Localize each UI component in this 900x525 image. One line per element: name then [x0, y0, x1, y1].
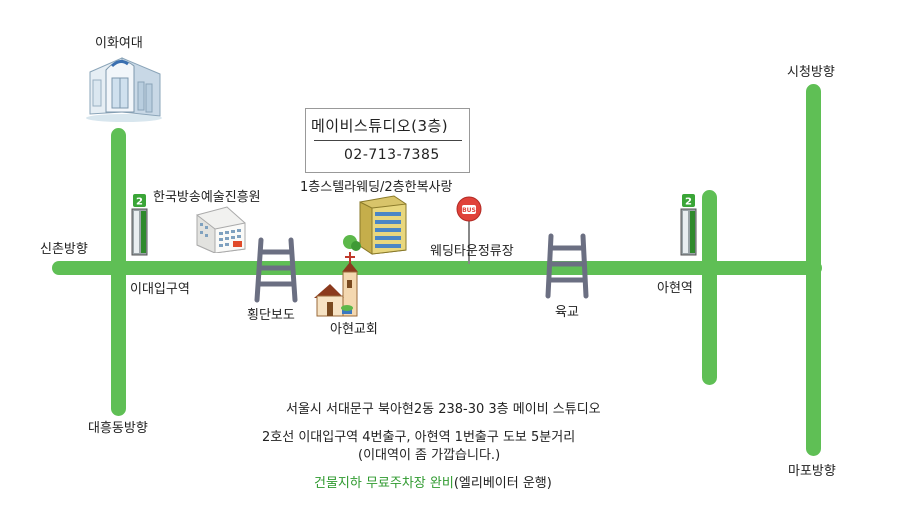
- main-road-horizontal: [52, 261, 822, 275]
- bus-badge-text: BUS: [462, 207, 476, 214]
- road-vertical-left: [111, 128, 126, 416]
- kbs-arts-label: 한국방송예술진흥원: [153, 190, 261, 205]
- directions-note: (이대역이 좀 가깝습니다.): [358, 448, 501, 463]
- office-building-icon: [193, 205, 249, 253]
- crosswalk-label: 횡단보도: [247, 308, 295, 323]
- overpass-icon: [544, 232, 590, 300]
- city-hall-direction-label: 시청방향: [787, 65, 835, 80]
- subway-line-number-right: 2: [685, 197, 692, 208]
- studio-name: 메이비스튜디오(3층): [311, 117, 449, 135]
- parking-highlight: 건물지하 무료주차장 완비: [314, 476, 454, 491]
- bus-stop-label: 웨딩타운정류장: [430, 244, 514, 259]
- parking-info: 건물지하 무료주차장 완비(엘리베이터 운행): [314, 472, 552, 491]
- studio-building-icon: [340, 194, 410, 256]
- crosswalk-icon: [253, 236, 299, 304]
- ewha-university-building-icon: [82, 52, 164, 122]
- subway-line-number: 2: [136, 197, 143, 208]
- sinchon-direction-label: 신촌방향: [40, 242, 88, 257]
- building-floors-label: 1층스텔라웨딩/2층한복사랑: [300, 180, 453, 195]
- studio-phone: 02-713-7385: [344, 147, 440, 163]
- church-label: 아현교회: [330, 322, 378, 337]
- road-vertical-far-right: [806, 84, 821, 456]
- subway-line2-sign-icon: 2: [130, 193, 150, 259]
- daeheung-direction-label: 대흥동방향: [88, 421, 148, 436]
- address-text: 서울시 서대문구 북아현2동 238-30 3층 메이비 스튜디오: [286, 402, 601, 417]
- idae-station-label: 이대입구역: [130, 282, 190, 297]
- road-vertical-right: [702, 190, 717, 385]
- bus-stop-icon: BUS: [456, 196, 482, 266]
- studio-info-box: 메이비스튜디오(3층) 02-713-7385: [305, 108, 470, 173]
- overpass-label: 육교: [555, 305, 579, 320]
- parking-elevator-note: (엘리베이터 운행): [453, 476, 552, 491]
- info-box-divider: [314, 140, 462, 141]
- church-icon: [312, 250, 366, 320]
- directions-text: 2호선 이대입구역 4번출구, 아현역 1번출구 도보 5분거리: [262, 430, 576, 445]
- ahyeon-station-label: 아현역: [657, 281, 693, 296]
- ewha-university-label: 이화여대: [95, 36, 143, 51]
- subway-line2-sign-right-icon: 2: [679, 193, 699, 259]
- mapo-direction-label: 마포방향: [788, 464, 836, 479]
